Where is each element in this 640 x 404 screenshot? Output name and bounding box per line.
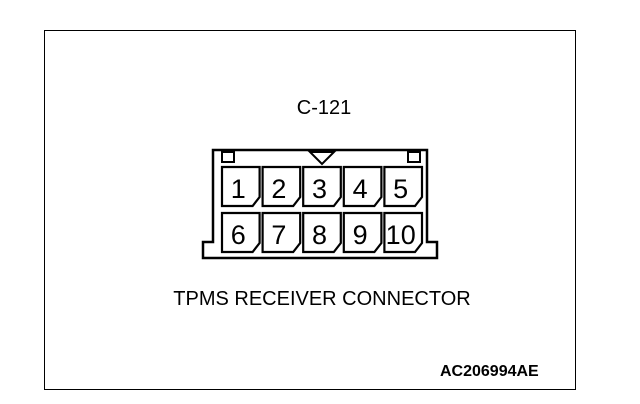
connector-name-label: TPMS RECEIVER CONNECTOR — [173, 288, 471, 310]
pin-cavity: 9 — [342, 211, 383, 254]
pin-number: 9 — [353, 220, 368, 250]
pin-cavity-outline — [302, 211, 342, 254]
pin-cavity: 8 — [302, 211, 342, 254]
pin-cavity-outline — [220, 211, 261, 254]
pin-cavity-outline — [220, 165, 261, 208]
pin-number: 7 — [271, 220, 286, 250]
pin-cavity: 10 — [383, 211, 424, 254]
pin-cavity-outline — [383, 211, 424, 254]
pin-number: 5 — [393, 174, 408, 204]
pin-cavity: 5 — [383, 165, 424, 208]
pin-cavity-outline — [302, 165, 342, 208]
pin-cavity-outline — [383, 165, 424, 208]
pin-cavity: 4 — [342, 165, 383, 208]
pin-cavity: 1 — [220, 165, 261, 208]
pin-cavity-outline — [261, 165, 302, 208]
diagram-frame — [44, 30, 576, 390]
pin-number: 3 — [312, 174, 327, 204]
pin-number: 8 — [312, 220, 327, 250]
connector-housing — [201, 148, 439, 260]
pin-cavity: 3 — [302, 165, 342, 208]
pin-number: 6 — [231, 220, 246, 250]
pin-number: 2 — [271, 174, 286, 204]
figure-code: AC206994AE — [440, 363, 539, 380]
pin-number: 10 — [386, 220, 416, 250]
pin-cavity: 6 — [220, 211, 261, 254]
polarization-key-icon — [307, 151, 337, 166]
pin-cavity-outline — [261, 211, 302, 254]
pin-number: 1 — [231, 174, 246, 204]
right-lock-tab — [407, 151, 421, 163]
pin-cavity: 2 — [261, 165, 302, 208]
connector-id-label: C-121 — [296, 97, 352, 119]
pin-number: 4 — [353, 174, 368, 204]
pin-cavity-outline — [342, 165, 383, 208]
left-lock-tab — [221, 151, 235, 163]
pin-cavity-outline — [342, 211, 383, 254]
pin-cavity: 7 — [261, 211, 302, 254]
